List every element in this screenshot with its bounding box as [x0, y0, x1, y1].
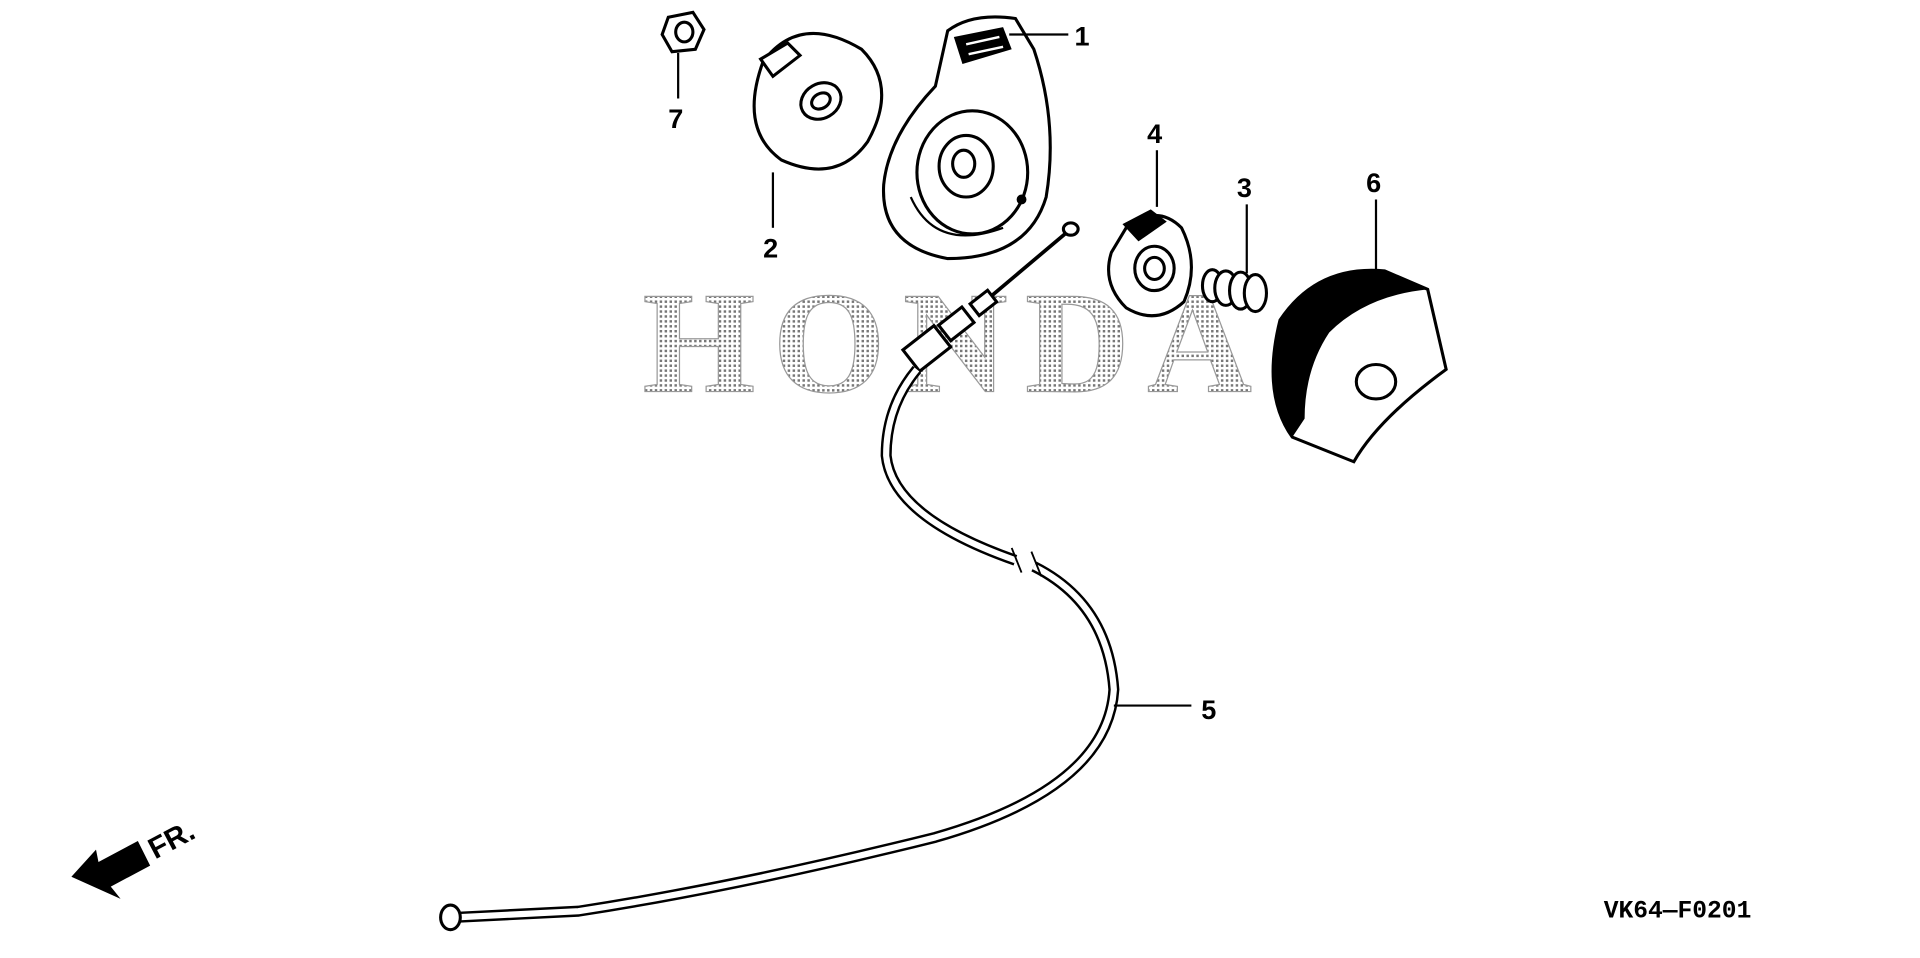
part-5-cable[interactable]	[439, 221, 1120, 932]
callout-4[interactable]: 4	[1147, 118, 1162, 149]
callout-2[interactable]: 2	[763, 232, 778, 263]
part-1-lever-housing[interactable]	[882, 15, 1052, 261]
part-6-cover[interactable]	[1271, 268, 1448, 464]
part-7-nut[interactable]	[660, 10, 706, 54]
callout-5[interactable]: 5	[1201, 694, 1216, 725]
callout-1[interactable]: 1	[1074, 21, 1089, 52]
fr-label: FR.	[143, 814, 200, 865]
part-4-cam[interactable]	[1107, 209, 1193, 318]
callout-6[interactable]: 6	[1366, 167, 1381, 198]
front-direction-indicator: FR.	[71, 814, 200, 899]
callout-7[interactable]: 7	[668, 103, 683, 134]
part-3-spring[interactable]	[1200, 268, 1268, 314]
part-2-plate[interactable]	[752, 31, 884, 171]
diagram-code: VK64—F0201	[1604, 898, 1752, 925]
arrow-left-icon	[71, 841, 151, 899]
callout-3[interactable]: 3	[1237, 172, 1252, 203]
